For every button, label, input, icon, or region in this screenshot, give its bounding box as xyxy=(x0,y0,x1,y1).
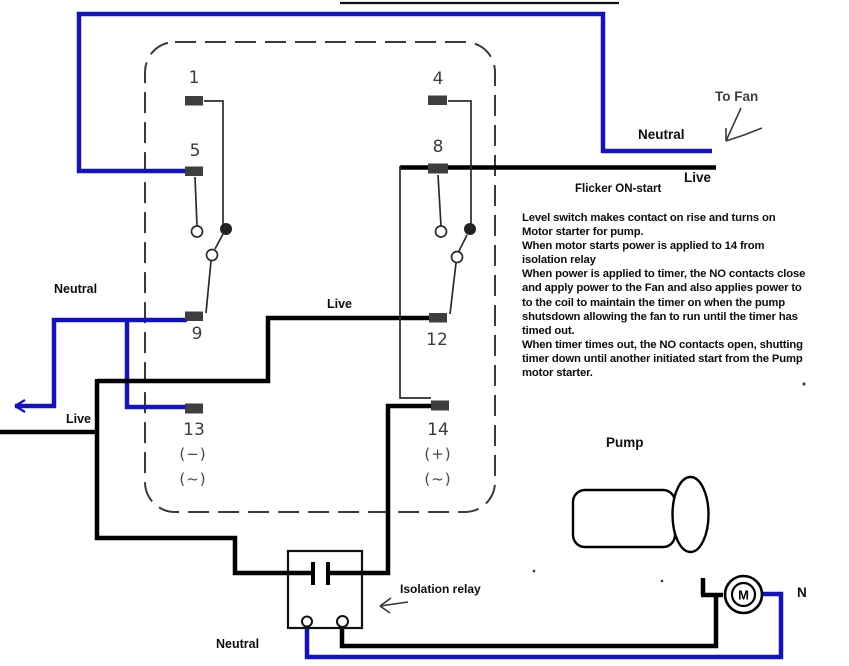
note-line: motor starter. xyxy=(522,367,593,380)
wire-contact-to-terminal-12 xyxy=(449,262,457,315)
terminal-label-5: 5 xyxy=(189,141,201,161)
terminal-pad-9 xyxy=(185,311,203,321)
neutral-right-label: Neutral xyxy=(638,127,685,142)
scan-specks xyxy=(532,382,806,583)
neutral-arrowhead xyxy=(14,399,26,413)
relay-coil-terminal-left xyxy=(301,615,313,628)
note-line: When power is applied to timer, the NO c… xyxy=(522,268,806,281)
contact-closed-4 xyxy=(464,223,476,235)
isolation-relay xyxy=(286,549,409,630)
timer-internal-wiring xyxy=(190,100,476,399)
wire-relay-to-terminal-14 xyxy=(328,403,431,576)
terminal-label-9: 9 xyxy=(191,324,203,344)
flicker-on-start-label: Flicker ON-start xyxy=(575,183,662,195)
pump-label: Pump xyxy=(606,435,644,450)
neutral-wire-branch-13 xyxy=(124,322,187,410)
terminal-label-8: 8 xyxy=(432,137,444,157)
terminal-label-13: 13 xyxy=(183,420,205,440)
wire-terminal-1-to-contact xyxy=(204,100,224,225)
terminal-pad-4 xyxy=(428,95,447,105)
terminal-label-14: 14 xyxy=(427,420,449,440)
neutral-bottom-label: Neutral xyxy=(216,637,260,651)
contact-open-8 xyxy=(434,225,448,238)
note-line: Level switch makes contact on rise and t… xyxy=(522,212,776,224)
terminal-pad-14 xyxy=(431,400,449,411)
note-line: shutsdown allowing the fan to run until … xyxy=(522,310,798,323)
live-wire-bottom xyxy=(339,595,719,649)
note-line: to the coil to maintain the timer on whe… xyxy=(522,296,786,309)
note-line: and apply power to the Fan and also appl… xyxy=(522,282,802,295)
terminal-14-ac-mark: (~) xyxy=(424,470,452,488)
speck xyxy=(802,382,806,386)
isolation-relay-arrow xyxy=(379,597,409,614)
switch-arm-right xyxy=(458,234,468,252)
motor-inner-circle xyxy=(730,581,757,608)
terminal-pad-8 xyxy=(428,163,448,174)
neutral-wire-left xyxy=(15,317,187,409)
live-wire-to-isolation-relay xyxy=(94,379,313,576)
terminal-14-polarity: (+) xyxy=(424,445,452,463)
to-fan-arrow xyxy=(725,107,763,142)
wire-terminal-5-to-contact xyxy=(194,176,198,227)
speck xyxy=(532,569,536,573)
contact-pivot-left xyxy=(205,248,219,262)
to-fan-label: To Fan xyxy=(715,89,759,104)
contact-open-5 xyxy=(190,225,204,238)
neutral-wiring xyxy=(14,11,784,660)
note-line: timed out. xyxy=(522,324,575,337)
switch-arm-left xyxy=(214,233,224,250)
note-line: isolation relay xyxy=(522,254,596,267)
note-line: timer down until another initiated start… xyxy=(522,352,803,365)
neutral-wire-top-loop xyxy=(76,11,712,174)
contact-pivot-right xyxy=(450,250,464,264)
wire-terminal-4-to-contact xyxy=(448,100,472,225)
live-wiring xyxy=(0,165,723,649)
note-line: When motor starts power is applied to 14… xyxy=(522,240,765,253)
terminal-pads xyxy=(185,95,449,414)
wire-live-to-terminal-14 xyxy=(399,166,431,399)
fan-motor-symbol: M xyxy=(723,574,764,615)
terminal-pad-13 xyxy=(185,403,203,414)
motor-letter: M xyxy=(738,588,749,603)
wire-contact-to-terminal-9 xyxy=(205,260,212,314)
speck xyxy=(660,579,664,583)
wire-terminal-8-to-contact xyxy=(437,174,442,227)
terminal-pad-12 xyxy=(429,313,447,323)
live-left-label: Live xyxy=(66,412,92,426)
neutral-left-label: Neutral xyxy=(54,282,98,296)
terminal-label-4: 4 xyxy=(432,69,444,89)
n-label: N xyxy=(797,585,807,600)
isolation-relay-box xyxy=(286,549,364,630)
contact-closed-1 xyxy=(220,223,232,235)
live-mid-label: Live xyxy=(327,297,353,311)
neutral-wire-bottom xyxy=(304,591,784,660)
explanatory-notes: Level switch makes contact on rise and t… xyxy=(522,211,832,380)
isolation-relay-label: Isolation relay xyxy=(400,582,481,596)
live-wire-to-terminal-12 xyxy=(97,315,430,384)
terminal-pad-1 xyxy=(185,96,203,106)
terminal-label-12: 12 xyxy=(426,330,448,350)
live-right-label: Live xyxy=(684,170,712,185)
terminal-13-polarity: (−) xyxy=(179,445,207,463)
note-line: Motor starter for pump. xyxy=(522,226,644,239)
terminal-pad-5 xyxy=(185,166,203,176)
pump-impeller xyxy=(671,475,710,554)
note-line: When timer times out, the NO contacts op… xyxy=(522,338,803,351)
pump-symbol xyxy=(571,475,710,554)
relay-coil-terminal-right xyxy=(336,615,349,628)
pump-body xyxy=(571,488,677,549)
timer-relay-outline xyxy=(144,41,496,513)
terminal-label-1: 1 xyxy=(188,68,200,88)
terminal-13-ac-mark: (~) xyxy=(179,470,207,488)
